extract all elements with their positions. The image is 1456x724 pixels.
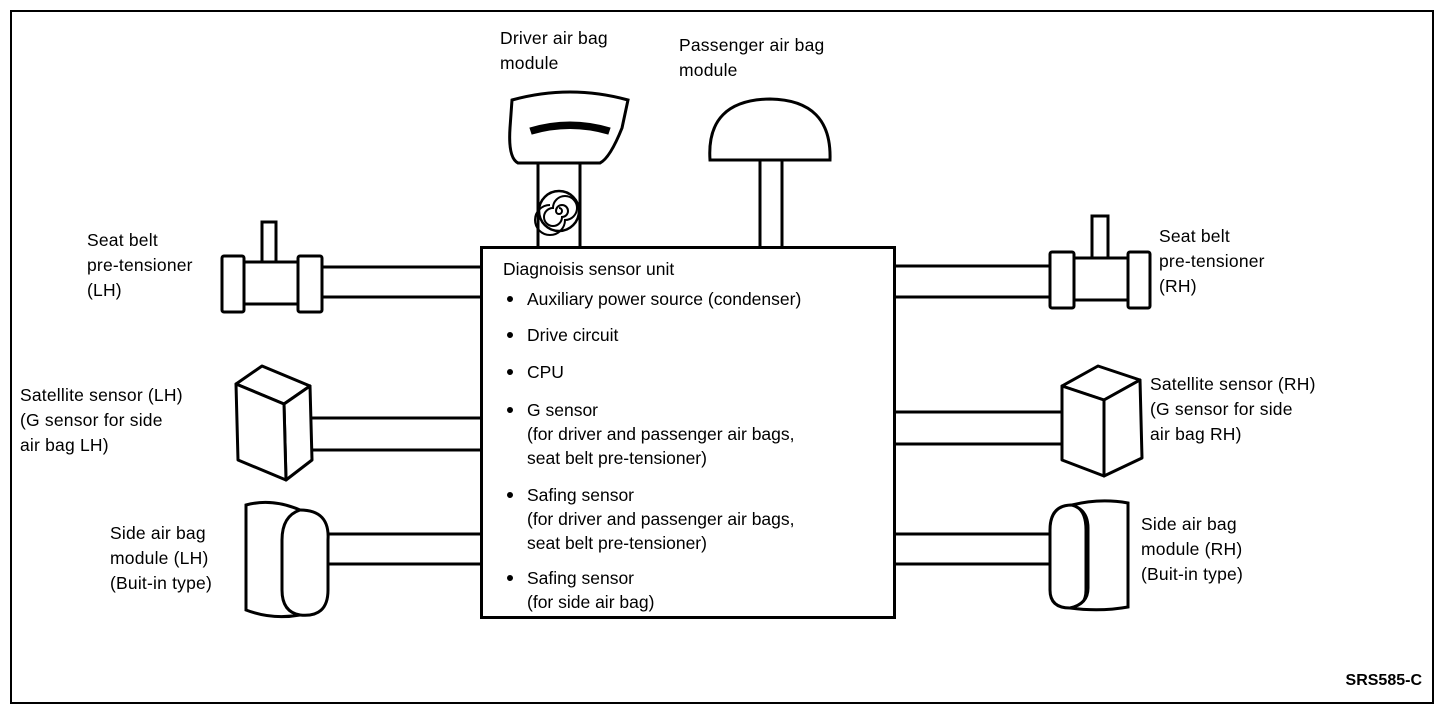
label-satellite-rh: Satellite sensor (RH) (G sensor for side… xyxy=(1150,374,1316,444)
unit-item-safing-sensor-side: Safing sensor (for side air bag) xyxy=(507,566,654,614)
diagram-frame xyxy=(10,10,1434,704)
bullet-icon xyxy=(507,575,513,581)
unit-item-cpu: CPU xyxy=(507,360,564,384)
label-pretensioner-rh: Seat belt pre-tensioner (RH) xyxy=(1159,226,1265,296)
bullet-icon xyxy=(507,492,513,498)
side-airbag-lh-icon xyxy=(244,500,330,619)
clock-spring-icon xyxy=(534,189,581,236)
pretensioner-rh-icon xyxy=(1048,214,1152,310)
driver-airbag-module-icon xyxy=(508,90,630,165)
unit-title: Diagnoisis sensor unit xyxy=(503,259,675,279)
unit-item-drive-circuit: Drive circuit xyxy=(507,323,618,347)
side-airbag-rh-icon xyxy=(1048,499,1130,612)
passenger-airbag-module-icon xyxy=(708,97,832,162)
label-driver-airbag: Driver air bag module xyxy=(500,28,608,73)
label-side-airbag-rh: Side air bag module (RH) (Buit-in type) xyxy=(1141,514,1243,584)
pretensioner-lh-icon xyxy=(220,220,324,314)
unit-item-safing-sensor: Safing sensor (for driver and passenger … xyxy=(507,483,795,555)
unit-item-power-source: Auxiliary power source (condenser) xyxy=(507,287,801,311)
reference-code: SRS585-C xyxy=(1345,672,1422,689)
diagnosis-sensor-unit: Diagnoisis sensor unit Auxiliary power s… xyxy=(480,246,896,619)
label-pretensioner-lh: Seat belt pre-tensioner (LH) xyxy=(87,230,193,300)
unit-item-g-sensor: G sensor (for driver and passenger air b… xyxy=(507,398,795,470)
satellite-sensor-rh-icon xyxy=(1060,364,1144,478)
satellite-sensor-lh-icon xyxy=(234,364,314,482)
bullet-icon xyxy=(507,369,513,375)
bullet-icon xyxy=(507,332,513,338)
label-side-airbag-lh: Side air bag module (LH) (Buit-in type) xyxy=(110,523,212,593)
bullet-icon xyxy=(507,296,513,302)
bullet-icon xyxy=(507,407,513,413)
label-satellite-lh: Satellite sensor (LH) (G sensor for side… xyxy=(20,385,183,455)
label-passenger-airbag: Passenger air bag module xyxy=(679,35,825,80)
